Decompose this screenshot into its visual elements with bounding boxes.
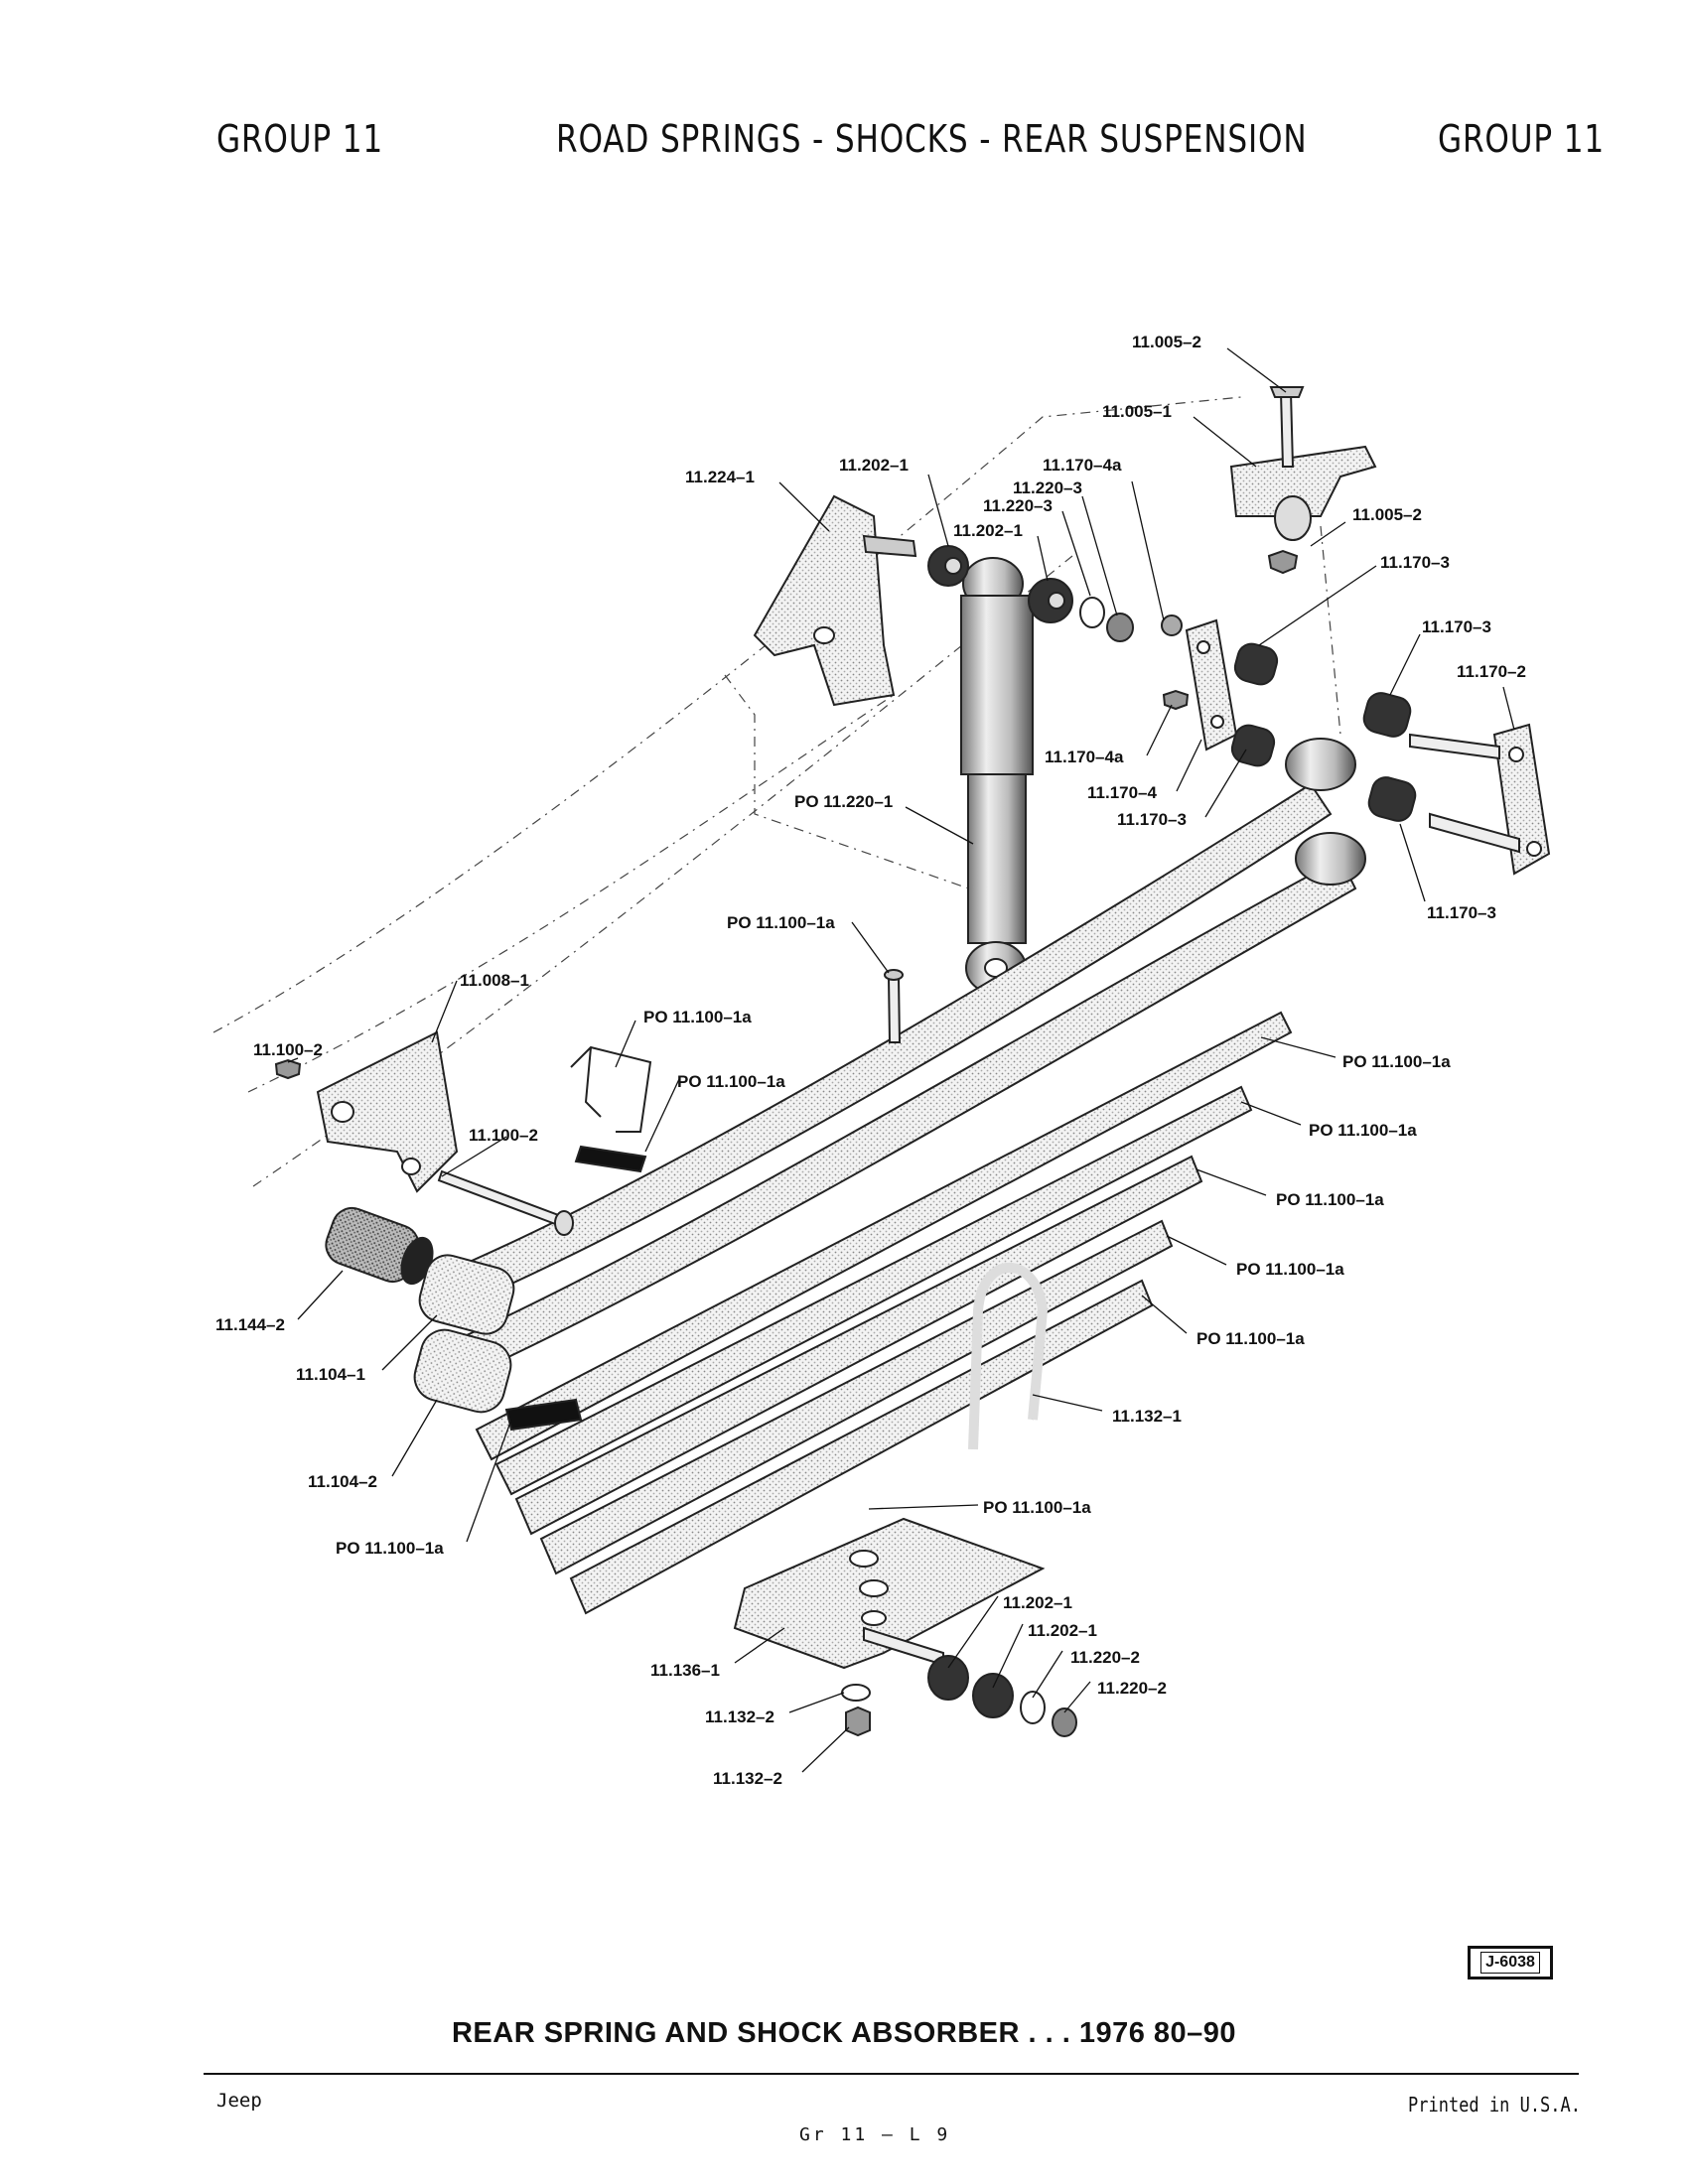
callout-11-170-3-b: 11.170–3 xyxy=(1422,617,1491,636)
bumper-pad-clip xyxy=(504,1045,652,1432)
spring-eye-bushings xyxy=(325,1206,515,1414)
callout-11-224-1: 11.224–1 xyxy=(685,468,755,486)
leaf-spring-plates xyxy=(475,1011,1293,1615)
callout-11-220-2-a: 11.220–2 xyxy=(1070,1648,1140,1667)
callout-11-144-2: 11.144–2 xyxy=(215,1315,285,1334)
shock-mount-bracket xyxy=(753,494,917,707)
callout-11-170-4a-mid: 11.170–4a xyxy=(1045,748,1124,766)
figure-reference-code: J-6038 xyxy=(1480,1952,1540,1974)
callout-11-202-1-d: 11.202–1 xyxy=(1028,1621,1097,1640)
callout-po-11-100-1a-leaf4: PO 11.100–1a xyxy=(1236,1260,1344,1279)
shock-absorber xyxy=(960,557,1034,995)
header-group-left: GROUP 11 xyxy=(216,117,384,161)
callout-11-008-1: 11.008–1 xyxy=(460,971,529,990)
callout-11-005-2-top: 11.005–2 xyxy=(1132,333,1201,351)
callout-labels: 11.005–2 11.005–1 11.202–1 11.170–4a 11.… xyxy=(215,333,1526,1788)
callout-11-170-4a-top: 11.170–4a xyxy=(1043,456,1122,475)
callout-11-220-2-b: 11.220–2 xyxy=(1097,1679,1167,1698)
front-hanger-bracket xyxy=(274,1030,459,1193)
callout-po-11-220-1: PO 11.220–1 xyxy=(794,792,893,811)
callout-11-104-1: 11.104–1 xyxy=(296,1365,365,1384)
callout-11-202-1-b: 11.202–1 xyxy=(953,521,1023,540)
callout-po-11-100-1a-clip: PO 11.100–1a xyxy=(643,1008,752,1026)
callout-11-132-1: 11.132–1 xyxy=(1112,1407,1182,1426)
callout-11-132-2-b: 11.132–2 xyxy=(713,1769,782,1788)
shock-bushings xyxy=(927,545,1183,642)
callout-11-220-3-a: 11.220–3 xyxy=(1013,478,1082,497)
lower-bushings-nuts xyxy=(841,1655,1077,1737)
callout-11-100-2-bolt: 11.100–2 xyxy=(469,1126,538,1145)
footer-printed: Printed in U.S.A. xyxy=(1408,2093,1581,2116)
callout-11-170-3-c: 11.170–3 xyxy=(1117,810,1187,829)
u-bolt xyxy=(968,1262,1049,1450)
footer-brand: Jeep xyxy=(216,2090,262,2112)
footer-rule xyxy=(204,2073,1579,2075)
header-group-right: GROUP 11 xyxy=(1438,117,1606,161)
callout-po-11-100-1a-leaf5: PO 11.100–1a xyxy=(1196,1329,1305,1348)
callout-11-220-3-b: 11.220–3 xyxy=(983,496,1053,515)
callout-11-170-4: 11.170–4 xyxy=(1087,783,1158,802)
long-bolt xyxy=(437,1169,574,1236)
shackle-bushings xyxy=(1230,642,1417,822)
callout-11-202-1-a: 11.202–1 xyxy=(839,456,909,475)
callout-11-132-2-a: 11.132–2 xyxy=(705,1707,774,1726)
figure-reference-box: J-6038 xyxy=(1468,1946,1553,1979)
callout-po-11-100-1a-seat: PO 11.100–1a xyxy=(983,1498,1091,1517)
figure-caption: REAR SPRING AND SHOCK ABSORBER . . . 197… xyxy=(451,2017,1237,2049)
callout-po-11-100-1a-leaf2: PO 11.100–1a xyxy=(1309,1121,1417,1140)
shackle-plate-inner xyxy=(1162,618,1238,751)
callout-11-100-2-nut: 11.100–2 xyxy=(253,1040,323,1059)
callout-11-170-3-a: 11.170–3 xyxy=(1380,553,1450,572)
callout-11-170-3-d: 11.170–3 xyxy=(1427,903,1496,922)
center-bolt xyxy=(884,969,904,1043)
callout-11-005-1: 11.005–1 xyxy=(1102,402,1172,421)
callout-11-170-2: 11.170–2 xyxy=(1457,662,1526,681)
footer-page-number: Gr 11 – L 9 xyxy=(799,2124,951,2145)
callout-po-11-100-1a-leaf3: PO 11.100–1a xyxy=(1276,1190,1384,1209)
shackle-hanger-bracket xyxy=(1229,386,1377,575)
callout-po-11-100-1a-bolt: PO 11.100–1a xyxy=(727,913,835,932)
leader-lines xyxy=(287,347,1515,1773)
callout-po-11-100-1a-bottom: PO 11.100–1a xyxy=(336,1539,444,1558)
callout-11-104-2: 11.104–2 xyxy=(308,1472,377,1491)
callout-11-005-2-right: 11.005–2 xyxy=(1352,505,1422,524)
callout-11-136-1: 11.136–1 xyxy=(650,1661,720,1680)
callout-po-11-100-1a-pad: PO 11.100–1a xyxy=(677,1072,785,1091)
callout-11-202-1-c: 11.202–1 xyxy=(1003,1593,1072,1612)
shackle-plate-outer xyxy=(1409,723,1551,876)
spring-seat-plate xyxy=(733,1517,1046,1670)
header-title: ROAD SPRINGS - SHOCKS - REAR SUSPENSION xyxy=(556,117,1308,161)
callout-po-11-100-1a-leaf1: PO 11.100–1a xyxy=(1342,1052,1451,1071)
leaf-spring-main xyxy=(465,738,1366,1367)
